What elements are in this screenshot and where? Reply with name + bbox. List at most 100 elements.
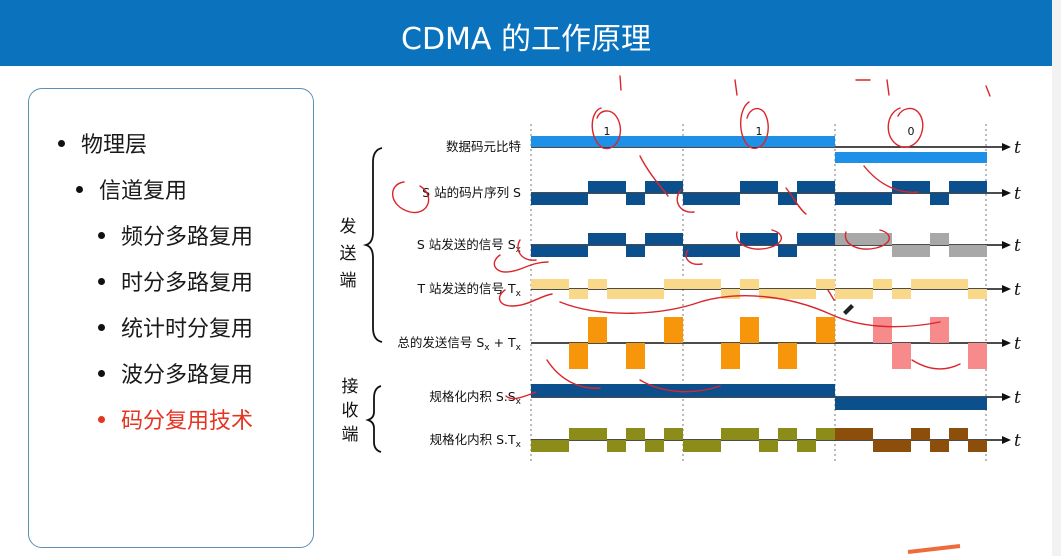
chip-block [911, 279, 930, 289]
axis-arrow-icon [1002, 189, 1011, 197]
axis-arrow-icon [1002, 143, 1011, 151]
chip-block [683, 440, 702, 452]
ink-annotation [546, 359, 601, 389]
chip-block [721, 428, 740, 440]
chip-block [949, 279, 968, 289]
chip-block [759, 181, 778, 193]
group-label-recv: 接 [342, 377, 359, 397]
outline-item: 码分复用技术 [98, 403, 253, 435]
axis-t-label: t [1014, 431, 1021, 451]
chip-block [968, 289, 987, 299]
chip-block [797, 233, 816, 245]
inner-product-block [683, 384, 835, 397]
group-label-recv: 端 [342, 425, 359, 445]
chip-block [797, 289, 816, 299]
ink-annotation [505, 391, 537, 400]
chip-block [721, 289, 740, 299]
ink-annotation [676, 189, 695, 213]
chip-block [588, 428, 607, 440]
window-edge [1052, 0, 1061, 556]
chip-block [645, 233, 664, 245]
chip-block [721, 343, 740, 369]
ink-annotation [911, 359, 961, 370]
row-label: T 站发送的信号 Tx [416, 281, 521, 299]
chip-block [968, 343, 987, 369]
chip-block [569, 428, 588, 440]
chip-block [816, 279, 835, 289]
chip-block [778, 343, 797, 369]
ink-annotation [498, 289, 553, 307]
chip-block [531, 279, 550, 289]
chip-block [816, 181, 835, 193]
bullet-icon [58, 139, 65, 147]
chip-block [721, 193, 740, 205]
outline-item: 时分多路复用 [98, 265, 253, 297]
data-bit-block [531, 136, 683, 147]
chip-block [854, 233, 873, 245]
pen-cursor-icon [843, 304, 854, 315]
chip-block [569, 245, 588, 257]
chip-block [892, 289, 911, 299]
chip-block [569, 289, 588, 299]
outline-item-label: 频分多路复用 [121, 225, 254, 250]
chip-block [949, 245, 968, 257]
ink-annotation [887, 107, 924, 148]
axis-arrow-icon [1002, 393, 1011, 401]
row-label: S 站发送的信号 Sx [417, 237, 522, 255]
outline-panel [28, 88, 314, 548]
chip-block [607, 233, 626, 245]
chip-block [683, 193, 702, 205]
axis-arrow-icon [1002, 241, 1011, 249]
chip-block [645, 440, 664, 452]
outline-item: 信道复用 [76, 173, 187, 205]
chip-block [721, 245, 740, 257]
chip-block [740, 181, 759, 193]
axis-t-label: t [1014, 184, 1021, 204]
outline-item-label: 物理层 [81, 133, 148, 158]
chip-block [797, 181, 816, 193]
chip-block [531, 193, 550, 205]
chip-block [873, 317, 892, 343]
chip-block [930, 193, 949, 205]
chip-block [854, 428, 873, 440]
bullet-icon [98, 369, 105, 377]
row-label: S 站的码片序列 S [422, 185, 521, 200]
chip-block [835, 193, 854, 205]
axis-t-label: t [1014, 334, 1021, 354]
chip-block [550, 193, 569, 205]
bullet-icon [98, 231, 105, 239]
group-label-recv: 收 [342, 401, 359, 421]
ink-annotation [886, 79, 890, 96]
chip-block [816, 317, 835, 343]
chip-block [911, 245, 930, 257]
bit-value-label: 1 [756, 125, 763, 138]
chip-block [854, 193, 873, 205]
title-bar: CDMA 的工作原理 [0, 0, 1052, 66]
row-label: 总的发送信号 Sx + Tx [397, 335, 521, 353]
bullet-icon [98, 415, 105, 423]
chip-block [873, 279, 892, 289]
chip-block [626, 428, 645, 440]
group-label-send: 送 [340, 244, 357, 264]
ink-annotation [517, 239, 537, 261]
chip-block [702, 245, 721, 257]
bullet-icon [98, 323, 105, 331]
chip-block [930, 440, 949, 452]
chip-block [949, 181, 968, 193]
axis-t-label: t [1014, 388, 1021, 408]
chip-block [550, 245, 569, 257]
chip-block [835, 428, 854, 440]
chip-block [778, 245, 797, 257]
chip-block [588, 233, 607, 245]
chip-block [930, 279, 949, 289]
chip-block [664, 181, 683, 193]
chip-block [626, 245, 645, 257]
ink-annotation [863, 165, 919, 193]
row-label: 数据码元比特 [446, 139, 521, 154]
chip-block [759, 289, 778, 299]
chip-block [607, 181, 626, 193]
chip-block [664, 428, 683, 440]
chip-block [873, 440, 892, 452]
outline-item: 频分多路复用 [98, 219, 253, 251]
